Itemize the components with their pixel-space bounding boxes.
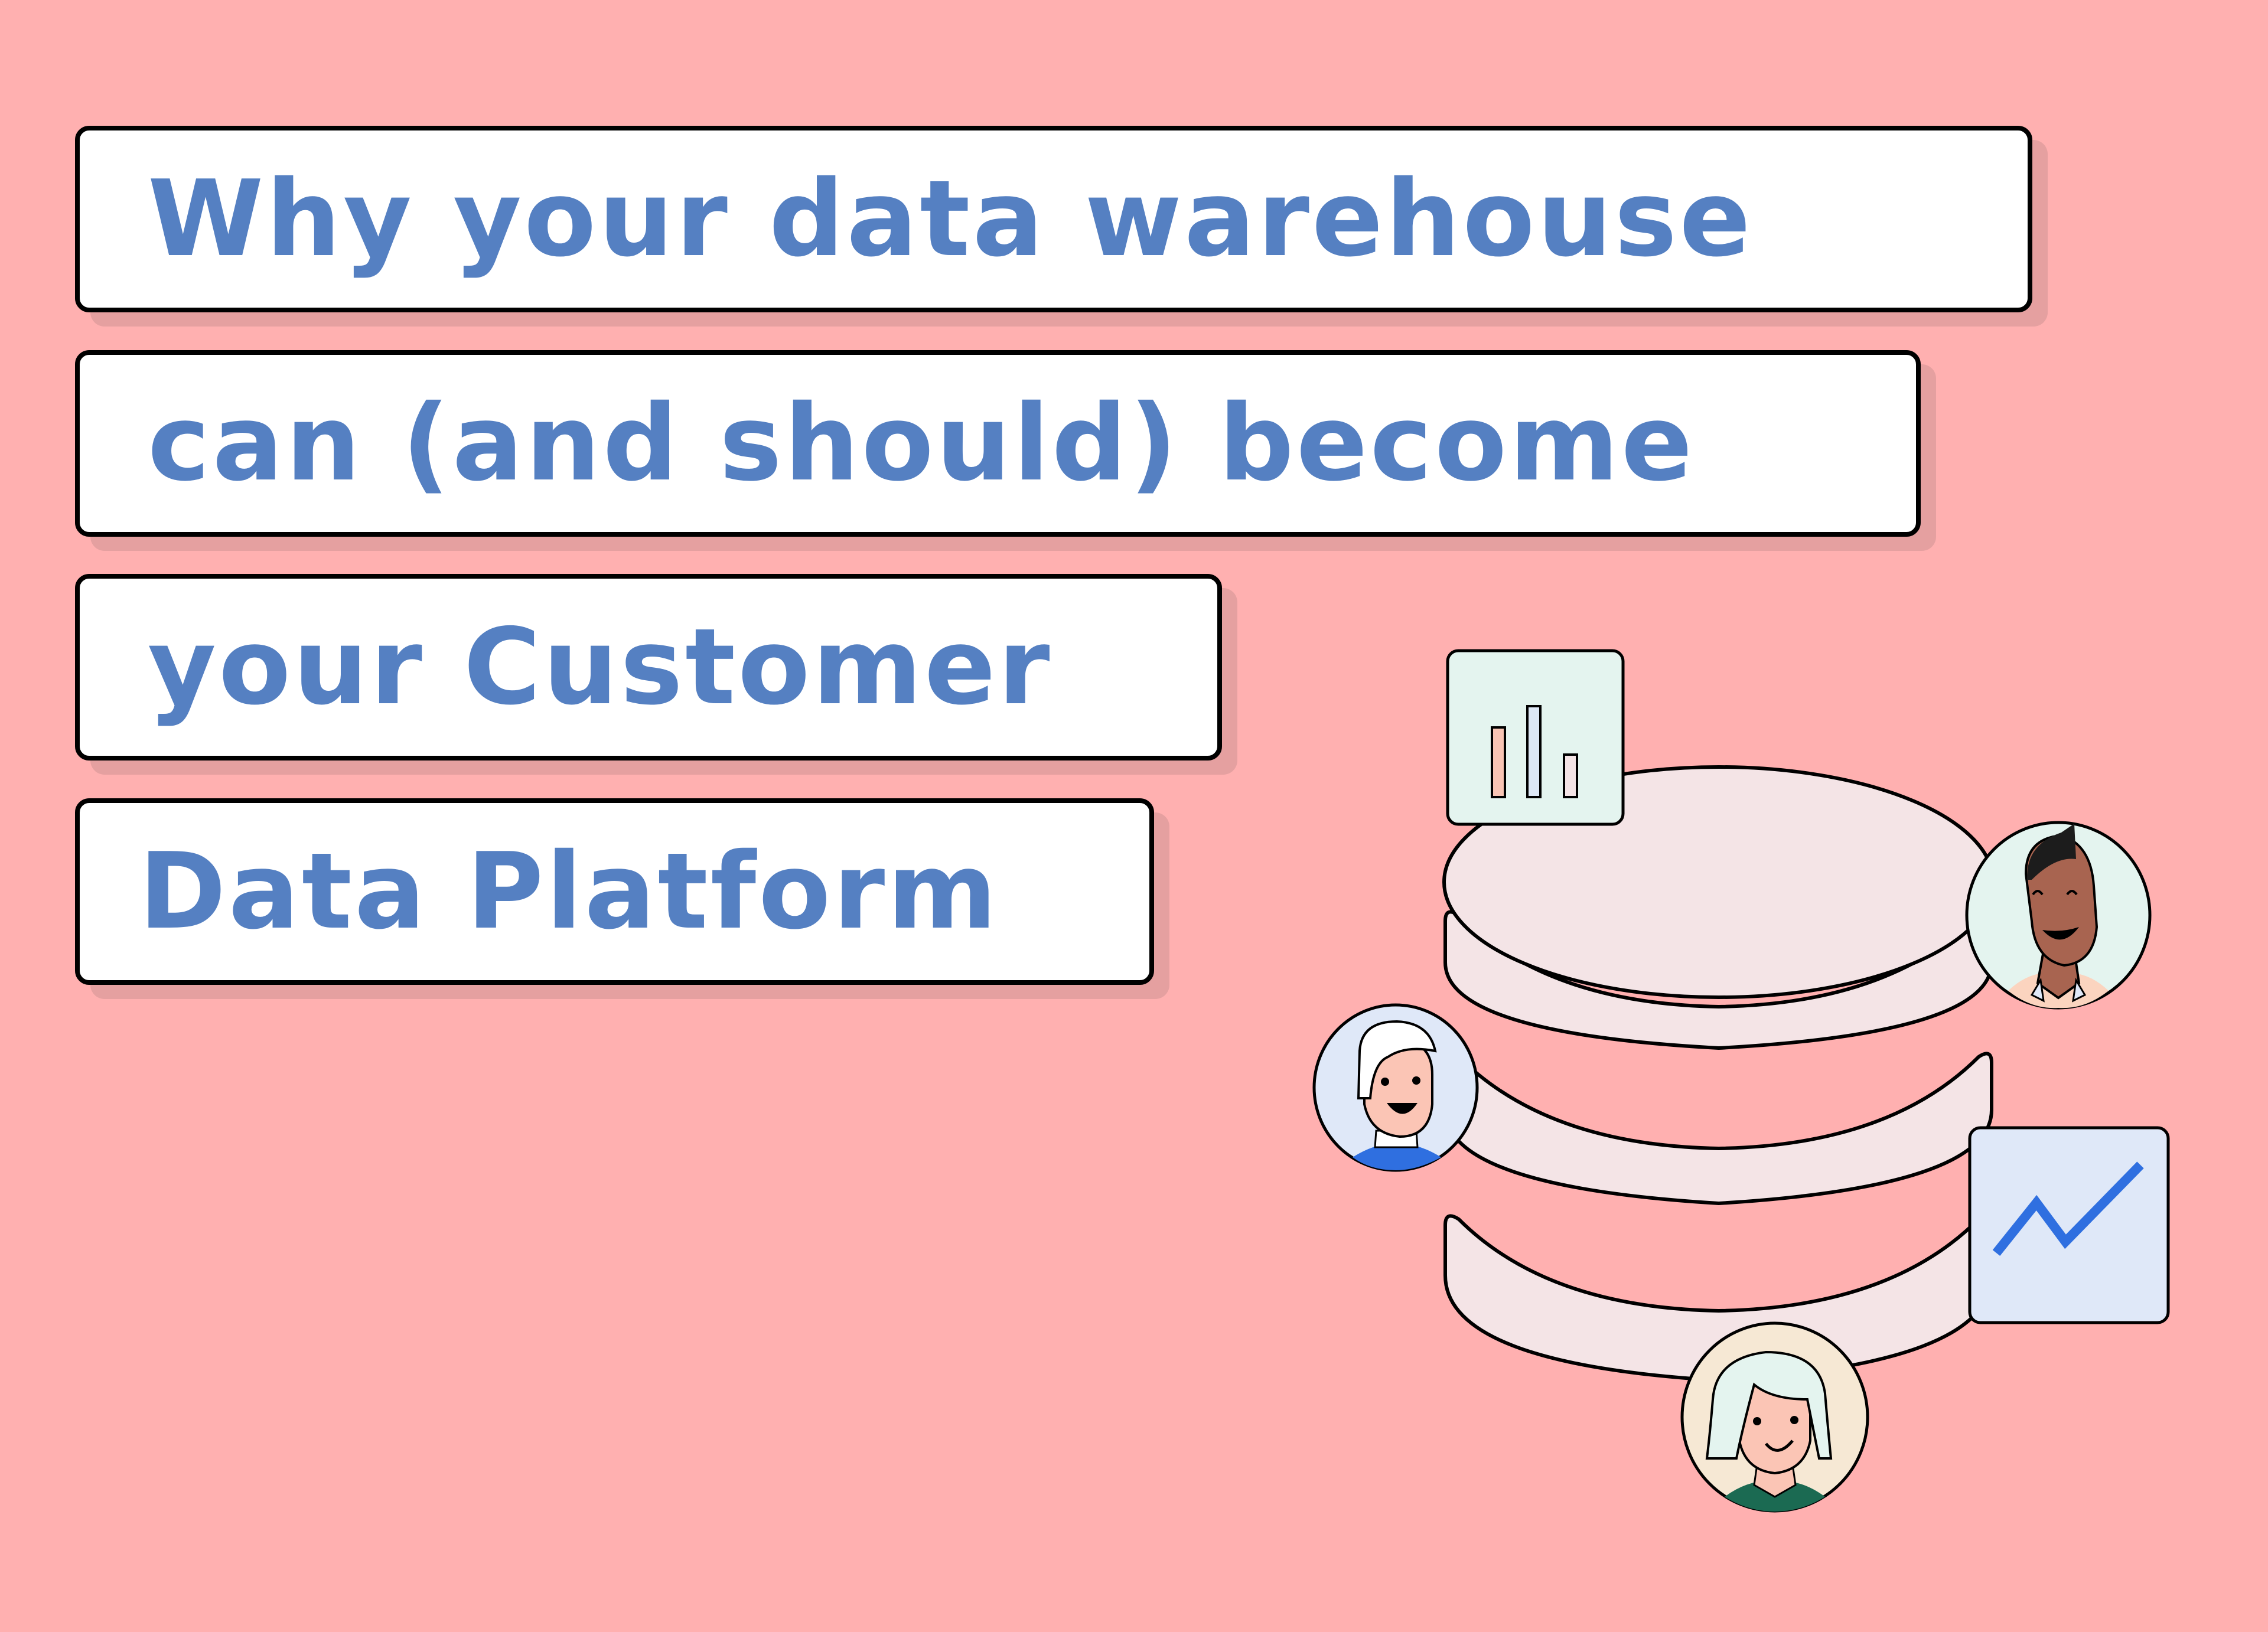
trend-line-icon (1992, 1161, 2144, 1256)
headline-line-2: can (and should) become (148, 382, 1695, 504)
headline-line-4: Data Platform (139, 830, 999, 952)
bar-chart-card (1446, 649, 1625, 826)
headline-line-1: Why your data warehouse (148, 158, 1754, 280)
database-cylinder-icon (1442, 765, 1995, 1383)
headline-line-2-box: can (and should) become (75, 350, 1921, 537)
headline-line-3-box: your Customer (75, 574, 1222, 760)
avatar-person-white-hair-blue-shirt (1312, 1003, 1479, 1172)
headline-line-4-box: Data Platform (75, 798, 1154, 985)
bar-chart-icon (1491, 705, 1578, 798)
trend-line-card (1968, 1126, 2170, 1324)
avatar-man-laughing (1965, 821, 2152, 1010)
avatar-woman-smiling-green-shirt (1680, 1321, 1869, 1513)
headline-line-3: your Customer (148, 606, 1052, 728)
headline-line-1-box: Why your data warehouse (75, 126, 2032, 312)
